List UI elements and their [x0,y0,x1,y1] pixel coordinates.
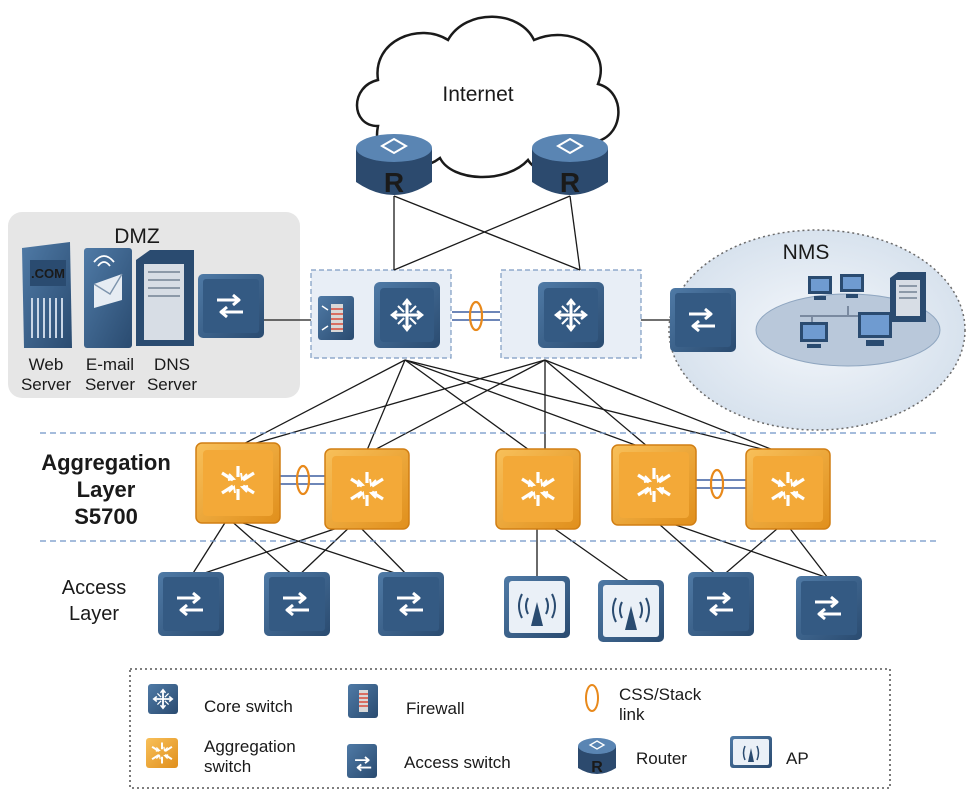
web-server-label-1: Web [29,355,64,374]
aggregation-switch-icon [611,444,697,526]
aggregation-switch-icon [195,442,281,524]
aggregation-layer-label-1: Aggregation [41,450,171,475]
access-switch-icon [796,576,862,640]
css-stack-link-agg-left [280,464,326,496]
pc-icon [858,312,892,346]
email-server-label-1: E-mail [86,355,134,374]
access-switch-icon [158,572,224,636]
legend-firewall-icon [348,684,378,718]
aggregation-layer-label-3: S5700 [74,504,138,529]
access-layer-label-2: Layer [69,603,119,625]
router-icon: R [532,134,608,198]
web-server-icon: .COM [22,242,72,348]
internet-label: Internet [442,83,513,106]
legend-css-stack-label-2: link [619,705,645,724]
legend-access-switch-label: Access switch [404,753,511,772]
legend-core-switch-icon [148,684,178,714]
pc-icon [800,322,828,348]
pc-icon [840,274,864,298]
aggregation-switch-icon [324,448,410,530]
legend-router-label: Router [636,749,687,768]
web-server-label-2: Server [21,375,71,394]
legend-ap-icon [730,736,772,768]
access-switch-icon [670,288,736,352]
legend-ap-label: AP [786,749,809,768]
legend-aggregation-switch-label-1: Aggregation [204,737,296,756]
legend-router-icon: R [578,738,616,776]
access-layer-label-1: Access [62,577,126,599]
css-stack-link-core [452,300,500,332]
access-switch-icon [378,572,444,636]
ap-icon [598,580,664,642]
dmz-label: DMZ [114,225,160,248]
legend-core-switch-label: Core switch [204,697,293,716]
legend-aggregation-switch-label-2: switch [204,757,251,776]
core-switch-icon [374,282,440,348]
legend-css-stack-icon [585,684,599,712]
nms-label: NMS [783,241,830,264]
server-icon [890,272,926,322]
email-server-label-2: Server [85,375,135,394]
legend-css-stack-label-1: CSS/Stack [619,685,702,704]
dns-server-label-2: Server [147,375,197,394]
css-stack-link-agg-right [694,468,748,500]
ap-icon [504,576,570,638]
pc-icon [808,276,832,300]
aggregation-switch-icon [495,448,581,530]
legend-firewall-label: Firewall [406,699,465,718]
svg-text:R: R [591,759,603,776]
dns-server-label-1: DNS [154,355,190,374]
legend-aggregation-switch-icon [146,738,178,768]
connection-lines [189,195,829,583]
legend-access-switch-icon [347,744,377,778]
legend-box [129,668,891,789]
email-server-icon [84,248,132,348]
access-switch-icon [198,274,264,338]
svg-text:.COM: .COM [31,266,65,281]
core-switch-icon [538,282,604,348]
firewall-icon [318,296,354,340]
aggregation-switch-icon [745,448,831,530]
aggregation-layer-label-2: Layer [77,477,136,502]
dns-server-icon [136,250,194,346]
access-switch-icon [264,572,330,636]
router-icon: R [356,134,432,198]
svg-text:R: R [384,167,404,198]
access-switch-icon [688,572,754,636]
svg-text:R: R [560,167,580,198]
